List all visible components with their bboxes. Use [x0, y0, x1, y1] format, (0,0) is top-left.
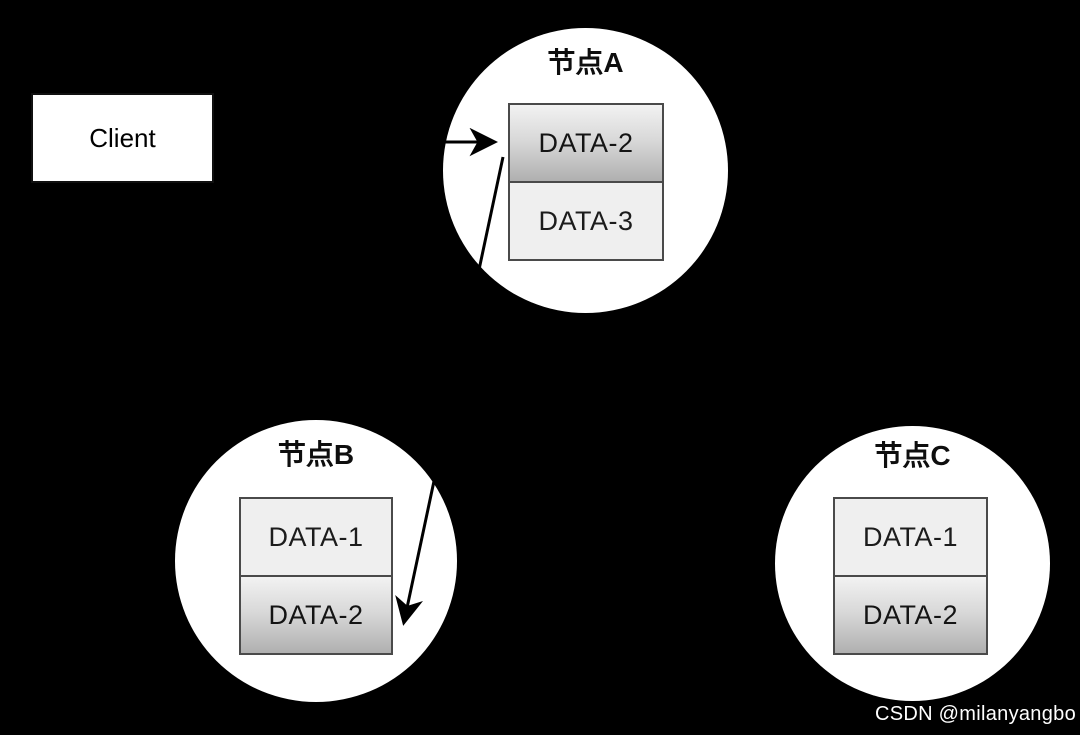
node-c-data-box-1: DATA-1: [833, 497, 988, 577]
client-box: Client: [31, 93, 214, 183]
node-b-data-box-2: DATA-2: [239, 575, 393, 655]
node-b-data-box-1: DATA-1: [239, 497, 393, 577]
node-c-circle: 节点C DATA-1 DATA-2: [775, 426, 1050, 701]
node-a-stack: DATA-2 DATA-3: [508, 103, 664, 261]
node-a-title: 节点A: [547, 47, 624, 78]
node-a-data-box-2: DATA-3: [508, 181, 664, 261]
node-c-data-box-2: DATA-2: [833, 575, 988, 655]
node-a-circle: 节点A DATA-2 DATA-3: [443, 28, 728, 313]
node-a-data-box-1: DATA-2: [508, 103, 664, 183]
node-b-title: 节点B: [277, 439, 355, 470]
node-b-circle: 节点B DATA-1 DATA-2: [175, 420, 457, 702]
node-c-title: 节点C: [874, 440, 951, 471]
node-b-stack: DATA-1 DATA-2: [239, 497, 393, 655]
client-label: Client: [89, 122, 156, 153]
watermark-text: CSDN @milanyangbo: [874, 703, 1076, 725]
node-c-stack: DATA-1 DATA-2: [833, 497, 988, 655]
